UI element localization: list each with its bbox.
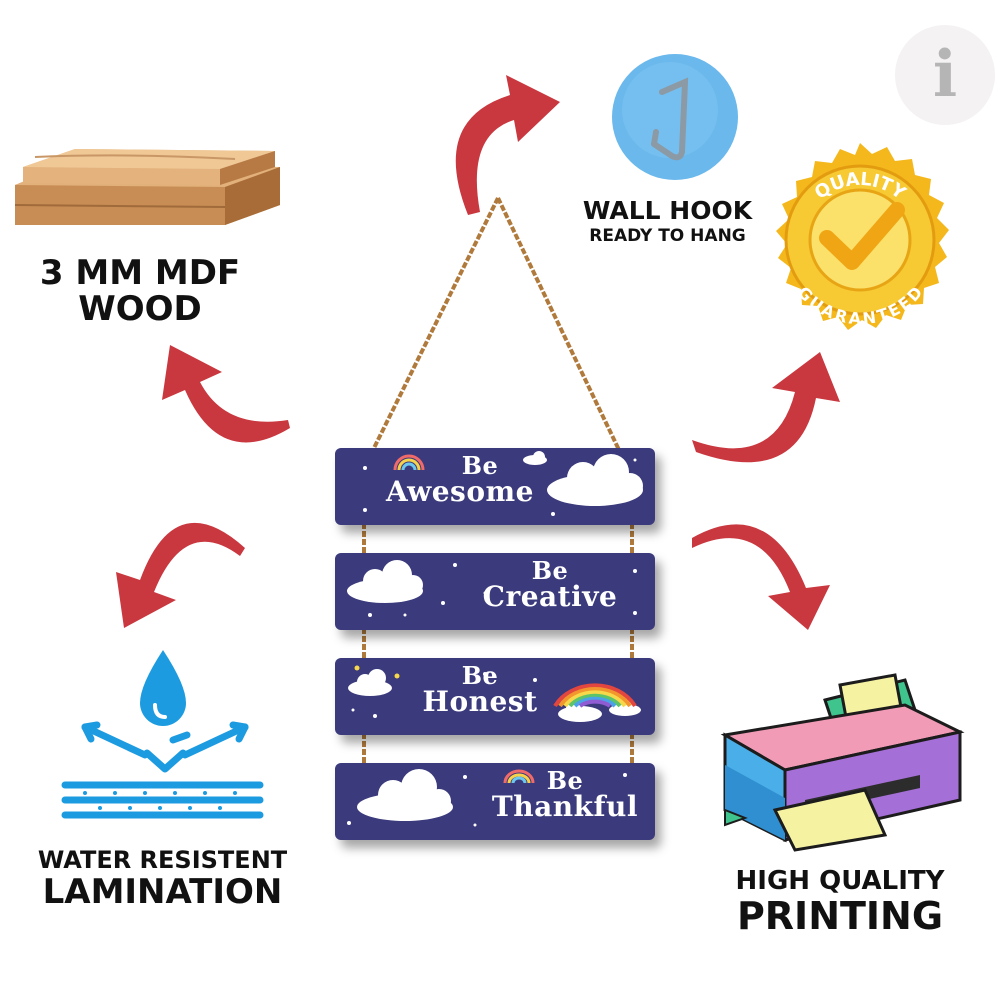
- water-drop-icon: [61, 650, 264, 819]
- cloud-icon: [357, 769, 453, 821]
- plank-2-word: Creative: [482, 580, 618, 613]
- star-icon: [363, 458, 637, 516]
- arrow-icon: [162, 345, 290, 443]
- star-icon: [347, 773, 627, 827]
- wood-label-line2: WOOD: [78, 288, 202, 329]
- hook-label-line2: READY TO HANG: [589, 226, 746, 247]
- cloud-icon: [348, 669, 641, 722]
- arrow-icon: [692, 352, 840, 463]
- plank-3-word: Honest: [422, 685, 538, 718]
- brand-logo-letter: i: [932, 37, 958, 112]
- hook-label-line1: WALL HOOK: [582, 196, 753, 225]
- wood-label-line1: 3 MM MDF: [39, 253, 241, 293]
- arrow-icon: [692, 524, 830, 630]
- plank-creative: Be Creative: [335, 553, 655, 630]
- wall-hook-icon: [612, 54, 738, 180]
- brand-logo: i: [895, 25, 995, 125]
- plank-4-word: Thankful: [491, 790, 639, 823]
- plank-honest: Be Honest: [335, 658, 655, 735]
- printing-label-line2: PRINTING: [736, 894, 944, 939]
- plank-3-be: Be: [461, 661, 499, 690]
- cloud-icon: [523, 451, 643, 506]
- quality-seal-icon: QUALITY GUARANTEED: [776, 143, 949, 330]
- plank-1-word: Awesome: [386, 475, 534, 508]
- arrow-icon: [455, 75, 560, 215]
- lamination-label-line2: LAMINATION: [42, 872, 283, 913]
- plank-thankful: Be Thankful: [335, 763, 655, 840]
- star-icon: [354, 665, 400, 679]
- plank-4-be: Be: [546, 766, 584, 795]
- rainbow-icon: [503, 769, 535, 784]
- rainbow-icon: [393, 454, 425, 471]
- star-icon: [368, 563, 637, 617]
- printing-label-line1: HIGH QUALITY: [735, 866, 945, 896]
- plank-1-be: Be: [461, 451, 499, 480]
- lamination-label-line1: WATER RESISTENT: [37, 846, 288, 874]
- arrow-icon: [116, 522, 245, 628]
- plank-awesome: Be Awesome: [335, 448, 655, 525]
- hanging-rope: [362, 197, 634, 770]
- printer-icon: [720, 673, 965, 852]
- cloud-icon: [347, 560, 423, 603]
- plank-2-be: Be: [531, 556, 569, 585]
- wood-planks-icon: [14, 149, 280, 225]
- rainbow-icon: [553, 683, 637, 708]
